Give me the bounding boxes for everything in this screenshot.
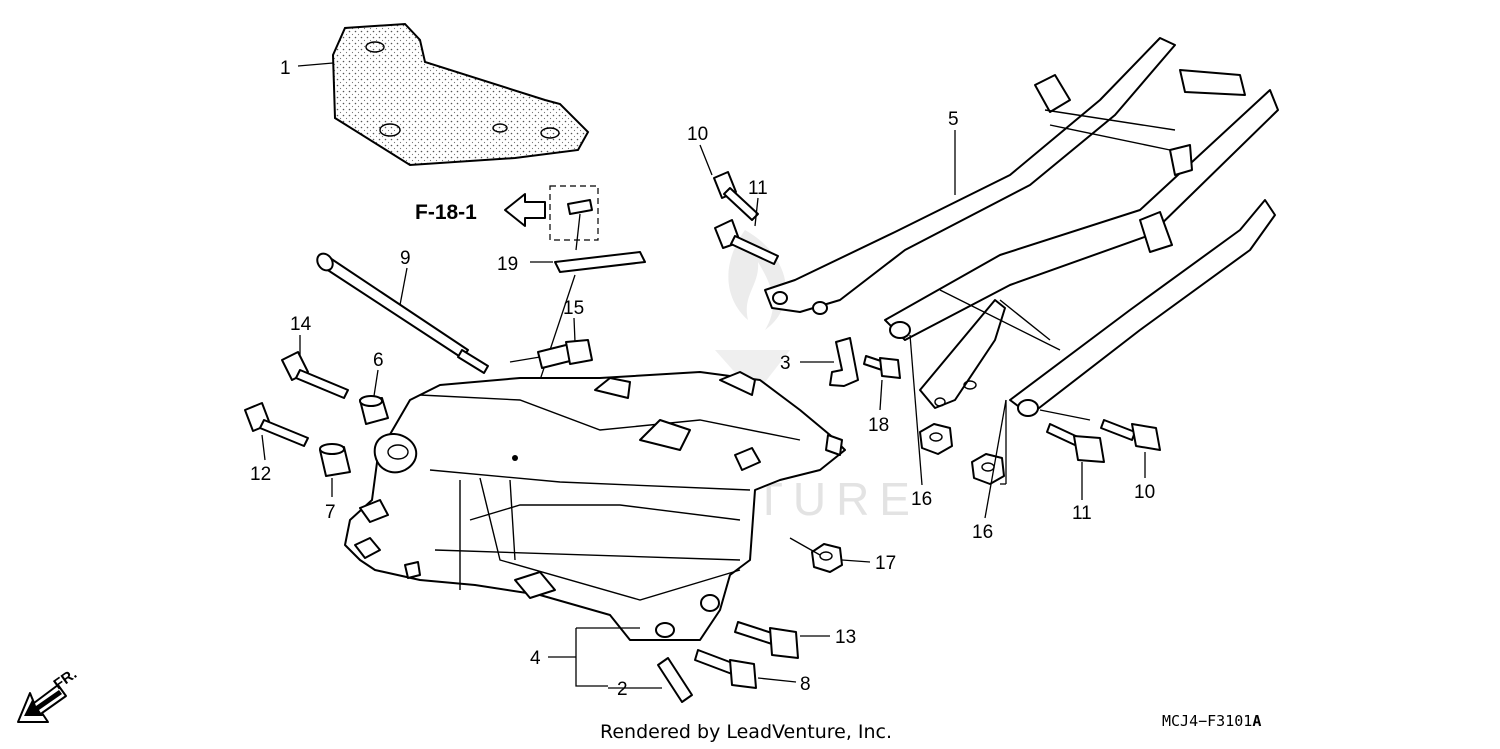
callout-12[interactable]: 12 xyxy=(250,464,271,485)
callout-7[interactable]: 7 xyxy=(325,502,336,523)
part-callouts: 1 2 3 4 5 6 7 8 9 10 10 11 11 12 13 14 1… xyxy=(250,58,1155,700)
diagram-code-suffix: A xyxy=(1252,712,1261,730)
callout-16-left[interactable]: 16 xyxy=(911,489,932,510)
callout-3[interactable]: 3 xyxy=(780,353,791,374)
part-6-collar xyxy=(359,395,389,425)
part-5-rear-subframe xyxy=(764,37,1279,417)
callout-11-right[interactable]: 11 xyxy=(1072,503,1092,524)
part-4-main-frame xyxy=(344,371,846,641)
part-3-bracket xyxy=(829,337,859,387)
part-13-bolt xyxy=(734,621,799,659)
callout-2[interactable]: 2 xyxy=(617,679,628,700)
callout-18[interactable]: 18 xyxy=(868,415,889,436)
reference-label[interactable]: F-18-1 xyxy=(415,201,477,224)
part-8-bolt xyxy=(694,649,757,689)
callout-11-left[interactable]: 11 xyxy=(748,178,768,199)
part-15-bolt xyxy=(509,339,593,369)
diagram-code-main: MCJ4−F3101 xyxy=(1162,712,1252,730)
footer-credit: Rendered by LeadVenture, Inc. xyxy=(600,721,892,743)
part-7-collar xyxy=(319,443,351,477)
callout-14[interactable]: 14 xyxy=(290,314,312,335)
callout-4[interactable]: 4 xyxy=(530,648,541,669)
callout-10-left[interactable]: 10 xyxy=(687,124,708,145)
callout-19[interactable]: 19 xyxy=(497,254,518,275)
part-18-bolt xyxy=(863,355,901,379)
callout-13[interactable]: 13 xyxy=(835,627,856,648)
part-10-bolt-left xyxy=(713,171,759,221)
callout-8[interactable]: 8 xyxy=(800,674,811,695)
part-12-bolt xyxy=(244,402,309,447)
part-10-bolt-right xyxy=(1100,419,1161,451)
part-16-nut-right xyxy=(971,453,1005,485)
callout-9[interactable]: 9 xyxy=(400,248,411,269)
callout-6[interactable]: 6 xyxy=(373,350,384,371)
callout-5[interactable]: 5 xyxy=(948,109,959,130)
callout-15[interactable]: 15 xyxy=(563,298,584,319)
diagram-code: MCJ4−F3101A xyxy=(1162,712,1261,730)
part-11-bolt-left xyxy=(714,219,779,265)
callout-10-right[interactable]: 10 xyxy=(1134,482,1155,503)
front-direction-indicator: FR. xyxy=(17,665,80,723)
part-16-nut-left xyxy=(919,423,953,455)
callout-17[interactable]: 17 xyxy=(875,553,896,574)
part-14-bolt xyxy=(281,351,349,399)
part-9-long-bolt xyxy=(316,252,489,374)
part-19-bracket xyxy=(509,185,646,471)
part-1-cover-panel xyxy=(331,22,590,167)
part-11-bolt-right xyxy=(1046,423,1105,463)
callout-1[interactable]: 1 xyxy=(280,58,291,79)
reference-arrow[interactable]: F-18-1 xyxy=(415,193,546,227)
leader-lines xyxy=(261,62,1146,689)
part-2-plate xyxy=(657,657,693,703)
callout-16-right[interactable]: 16 xyxy=(972,522,993,543)
part-17-nut xyxy=(811,543,843,573)
